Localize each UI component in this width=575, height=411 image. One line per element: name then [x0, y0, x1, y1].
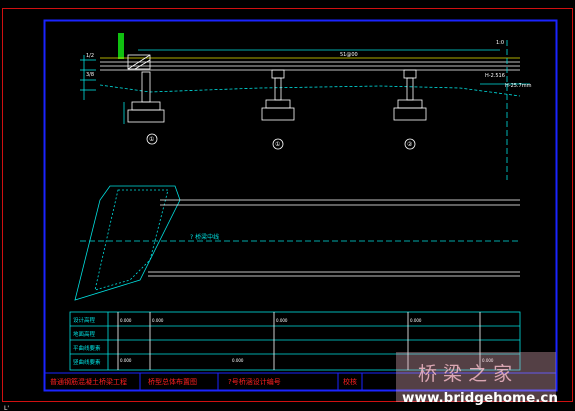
pier-label-1: ①	[275, 141, 280, 148]
profile-value-6: 0.000	[232, 358, 244, 363]
profile-row-horizontal-curve: 平曲线要素	[73, 344, 101, 352]
watermark-en: www.bridgehome.cn	[402, 390, 558, 406]
plan-view	[74, 185, 520, 301]
profile-value-7: 0.000	[482, 358, 494, 363]
profile-value-5: 0.000	[120, 358, 132, 363]
title-sheet-ref: ?号桥涵设计编号	[228, 377, 281, 386]
blue-drawing-frame	[43, 19, 558, 392]
profile-table	[69, 311, 521, 371]
title-block	[44, 372, 556, 390]
left-label-1: 1/2	[86, 53, 94, 59]
pier-label-0: ①	[149, 136, 154, 143]
profile-value-1: 0.000	[120, 318, 132, 323]
red-outer-frame	[2, 8, 573, 402]
left-label-2: 3/8	[86, 72, 94, 78]
watermark: 桥 梁 之 家 www.bridgehome.cn	[396, 352, 558, 406]
span-label: 51@00	[340, 52, 358, 58]
top-tick-label: 1:0	[496, 40, 504, 46]
title-check-label: 校核	[343, 377, 357, 386]
pier-label-2: ②	[407, 141, 413, 148]
profile-row-design-elev: 设计高程	[73, 316, 96, 324]
plan-centerline-label: ? 桥梁中线	[190, 233, 219, 241]
profile-row-vertical-curve: 竖曲线要素	[73, 358, 101, 366]
elevation-view	[80, 33, 530, 180]
profile-value-4: 0.000	[410, 318, 422, 323]
profile-row-ground-elev: 地面高程	[73, 330, 96, 338]
title-project: 普通钢筋混凝土桥梁工程	[50, 377, 127, 386]
right-label-1: H-2.516	[485, 73, 505, 79]
watermark-cn: 桥 梁 之 家	[418, 363, 512, 385]
right-label-2: H-25.7mm	[505, 83, 532, 89]
corner-marker: L'	[4, 405, 9, 411]
profile-value-2: 0.000	[152, 318, 164, 323]
profile-value-3: 0.000	[276, 318, 288, 323]
title-drawing-name: 桥型总体布置图	[148, 377, 197, 386]
